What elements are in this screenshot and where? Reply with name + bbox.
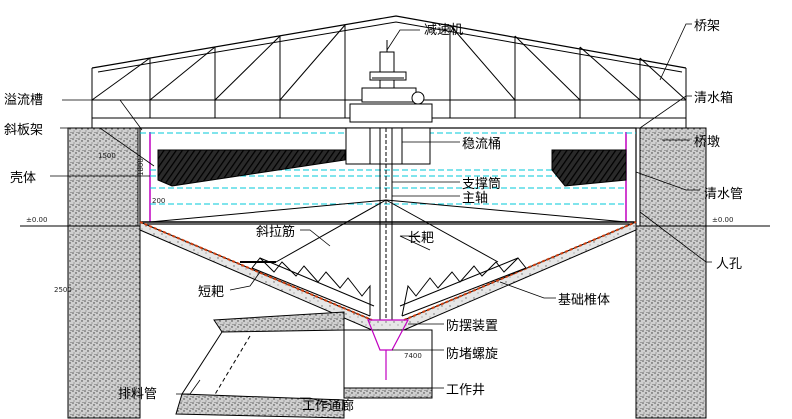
label-short-rake: 短耙: [198, 285, 224, 300]
label-work-well: 工作井: [446, 383, 485, 398]
label-support-tube: 支撑筒: [462, 176, 501, 192]
label-manhole: 人孔: [716, 257, 742, 272]
dim-200: 200: [152, 197, 165, 205]
label-foundation-cone: 基础椎体: [558, 293, 610, 308]
dim-2500: 2500: [54, 286, 72, 294]
label-anti-clog-screw: 防堵螺旋: [446, 346, 498, 362]
rake-arms: [149, 199, 627, 317]
label-reducer: 减速机: [424, 23, 463, 38]
labels: 减速机 桥架 溢流槽 清水箱 斜板架 桥墩 稳流桶 壳体 支撑筒 主轴 清水管 …: [4, 19, 743, 414]
reducer-drive: [349, 40, 433, 123]
leader-lines: [50, 23, 712, 405]
label-clear-water-box: 清水箱: [694, 90, 733, 106]
inclined-plates: [157, 149, 627, 187]
label-bridge-pier: 桥墩: [694, 135, 720, 150]
dim-1800: 1800: [137, 158, 145, 176]
dimension-marks: ±0.00 ±0.00 1500 1800 200 2500 7400: [26, 152, 733, 360]
label-clear-water-pipe: 清水管: [704, 187, 743, 202]
label-shell: 壳体: [10, 171, 36, 186]
dim-7400: 7400: [404, 352, 422, 360]
label-work-corridor: 工作通廊: [302, 398, 354, 414]
label-stilling-tube: 稳流桶: [462, 136, 501, 152]
elevation-right: ±0.00: [712, 216, 733, 224]
label-overflow-trough: 溢流槽: [4, 93, 43, 108]
label-long-rake: 长耙: [408, 231, 434, 246]
work-well: [343, 319, 433, 399]
label-main-shaft: 主轴: [462, 191, 488, 206]
stilling-tube: [345, 127, 431, 340]
bridge-pier-left: [67, 127, 141, 419]
label-discharge-pipe: 排料管: [118, 387, 157, 402]
label-bridge-frame: 桥架: [694, 19, 720, 34]
label-inclined-plate-frame: 斜板架: [4, 123, 43, 138]
work-corridor: [175, 311, 345, 419]
bridge-pier-right: [635, 127, 707, 419]
foundation-cone: [139, 221, 637, 331]
elevation-left: ±0.00: [26, 216, 47, 224]
dim-1500: 1500: [98, 152, 116, 160]
label-diagonal-brace: 斜拉筋: [256, 224, 295, 240]
label-anti-sway-device: 防摆装置: [446, 318, 498, 334]
